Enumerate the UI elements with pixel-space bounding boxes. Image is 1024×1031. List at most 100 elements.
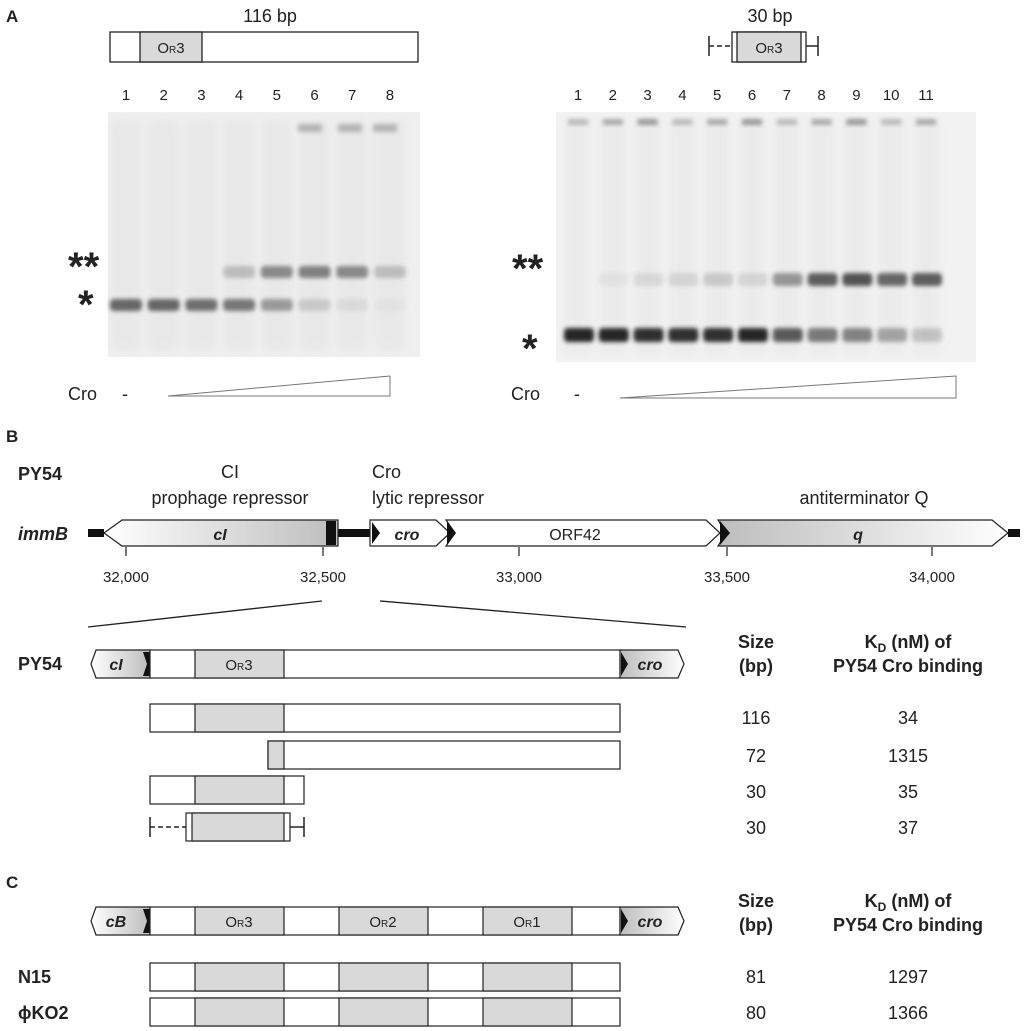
- fragment-kd: 1315: [888, 746, 928, 766]
- lane-number: 8: [817, 87, 825, 104]
- gel-band-complex: [842, 273, 873, 286]
- lane-number: 6: [748, 87, 756, 104]
- right-operator-or3-box: [736, 31, 802, 63]
- gel-band-free: [703, 328, 734, 342]
- right-gel-upper-band-marker: **: [512, 247, 544, 291]
- operator-or3-label: OR3: [157, 40, 184, 57]
- lane-number: 10: [883, 87, 900, 104]
- c-row-kd: 1297: [888, 967, 928, 987]
- zoom-operator-label: OR3: [225, 657, 252, 674]
- fragment-kd: 37: [898, 818, 918, 838]
- gel-band-free: [912, 328, 942, 342]
- gene-q-title: antiterminator Q: [799, 488, 928, 508]
- gene-ci-subtitle: prophage repressor: [151, 488, 308, 508]
- c-operator-or2: [338, 906, 429, 936]
- lane-number: 5: [273, 87, 281, 104]
- axis-tick-label: 33,500: [704, 569, 750, 586]
- zoom-operator-box: [194, 649, 285, 679]
- gel-band-free: [564, 328, 594, 342]
- gene-ci-arrow: [102, 519, 339, 547]
- axis-tick-label: 33,000: [496, 569, 542, 586]
- c-left-gene-label: cB: [106, 914, 126, 931]
- lane-number: 1: [122, 87, 130, 104]
- gel-band-free: [598, 328, 629, 342]
- lane-number: 3: [643, 87, 651, 104]
- fragment-size: 116: [742, 708, 771, 728]
- gene-cro-title: Cro: [372, 462, 401, 482]
- c-kd-header-line2: PY54 Cro binding: [833, 915, 983, 935]
- gel-band-complex: [260, 266, 293, 278]
- right-cro-minus: -: [574, 384, 580, 404]
- zoom-line-left: [87, 600, 323, 628]
- panel-c-region: cB OR3 OR2 OR1 cro: [90, 906, 685, 936]
- gene-ci-label: cI: [213, 527, 227, 544]
- right-gel-lower-band-marker: *: [522, 327, 538, 371]
- zoom-right-gene-label: cro: [638, 657, 663, 674]
- zoom-region: cI OR3 cro: [90, 649, 685, 679]
- zoom-line-right: [379, 600, 687, 628]
- lane-number: 4: [235, 87, 243, 104]
- b-size-header-line2: (bp): [739, 656, 773, 676]
- gene-cro-subtitle: lytic repressor: [372, 488, 484, 508]
- fragment-72: [267, 740, 621, 770]
- gel-band-complex: [598, 273, 629, 286]
- gel-band-free: [336, 299, 369, 311]
- c-size-header-line2: (bp): [739, 915, 773, 935]
- left-gel-lower-band-marker: *: [78, 283, 94, 327]
- lane-number: 3: [197, 87, 205, 104]
- c-row-phiko2-construct: [149, 997, 621, 1027]
- fragment-116: [149, 703, 621, 733]
- b-kd-header-line2: PY54 Cro binding: [833, 656, 983, 676]
- lane-number: 7: [348, 87, 356, 104]
- gel-band-free: [185, 299, 218, 311]
- gel-band-free: [842, 328, 873, 342]
- c-row-n15-construct: [149, 962, 621, 992]
- c-operator-or1-label: OR1: [513, 914, 540, 931]
- gel-band-free: [110, 299, 142, 311]
- lane-number: 6: [310, 87, 318, 104]
- c-row-name: N15: [18, 967, 51, 987]
- gel-band-complex: [703, 273, 734, 286]
- locus-label: immB: [18, 524, 68, 544]
- gel-band-free: [147, 299, 180, 311]
- lane-number: 2: [160, 87, 168, 104]
- axis-tick-label: 34,000: [909, 569, 955, 586]
- fragment-size: 30: [746, 818, 766, 838]
- c-operator-or3-label: OR3: [225, 914, 252, 931]
- gel-band-complex: [298, 266, 331, 278]
- fragment-kd: 35: [898, 782, 918, 802]
- gel-band-complex: [877, 273, 908, 286]
- fragment-size: 30: [746, 782, 766, 802]
- c-row-name: ϕKO2: [18, 1003, 69, 1023]
- gene-orf42-label: ORF42: [549, 527, 601, 544]
- lane-number: 11: [918, 87, 934, 104]
- gene-cro-arrow: [369, 519, 451, 547]
- gel-band-free: [877, 328, 908, 342]
- fragment-kd: 34: [898, 708, 918, 728]
- gel-band-free: [668, 328, 699, 342]
- c-operator-or3: [194, 906, 285, 936]
- left-gel-title: 116 bp: [243, 6, 297, 26]
- gel-band-complex: [633, 273, 664, 286]
- lane-number: 9: [852, 87, 860, 104]
- c-size-header-line1: Size: [738, 891, 774, 911]
- lane-number: 2: [609, 87, 617, 104]
- c-row-kd: 1366: [888, 1003, 928, 1023]
- right-construct: OR3: [708, 31, 819, 63]
- left-cro-minus: -: [122, 384, 128, 404]
- fragment-30-b: [149, 812, 305, 842]
- left-cro-label: Cro: [68, 384, 97, 404]
- right-gel-image: [556, 112, 976, 362]
- gel-band-free: [260, 299, 293, 311]
- operator-or3-box: [139, 31, 203, 63]
- gel-band-complex: [912, 273, 942, 286]
- lane-number: 4: [678, 87, 686, 104]
- gel-band-complex: [668, 273, 699, 286]
- gel-band-free: [633, 328, 664, 342]
- right-operator-or3-label: OR3: [755, 40, 782, 57]
- lane-number: 1: [574, 87, 582, 104]
